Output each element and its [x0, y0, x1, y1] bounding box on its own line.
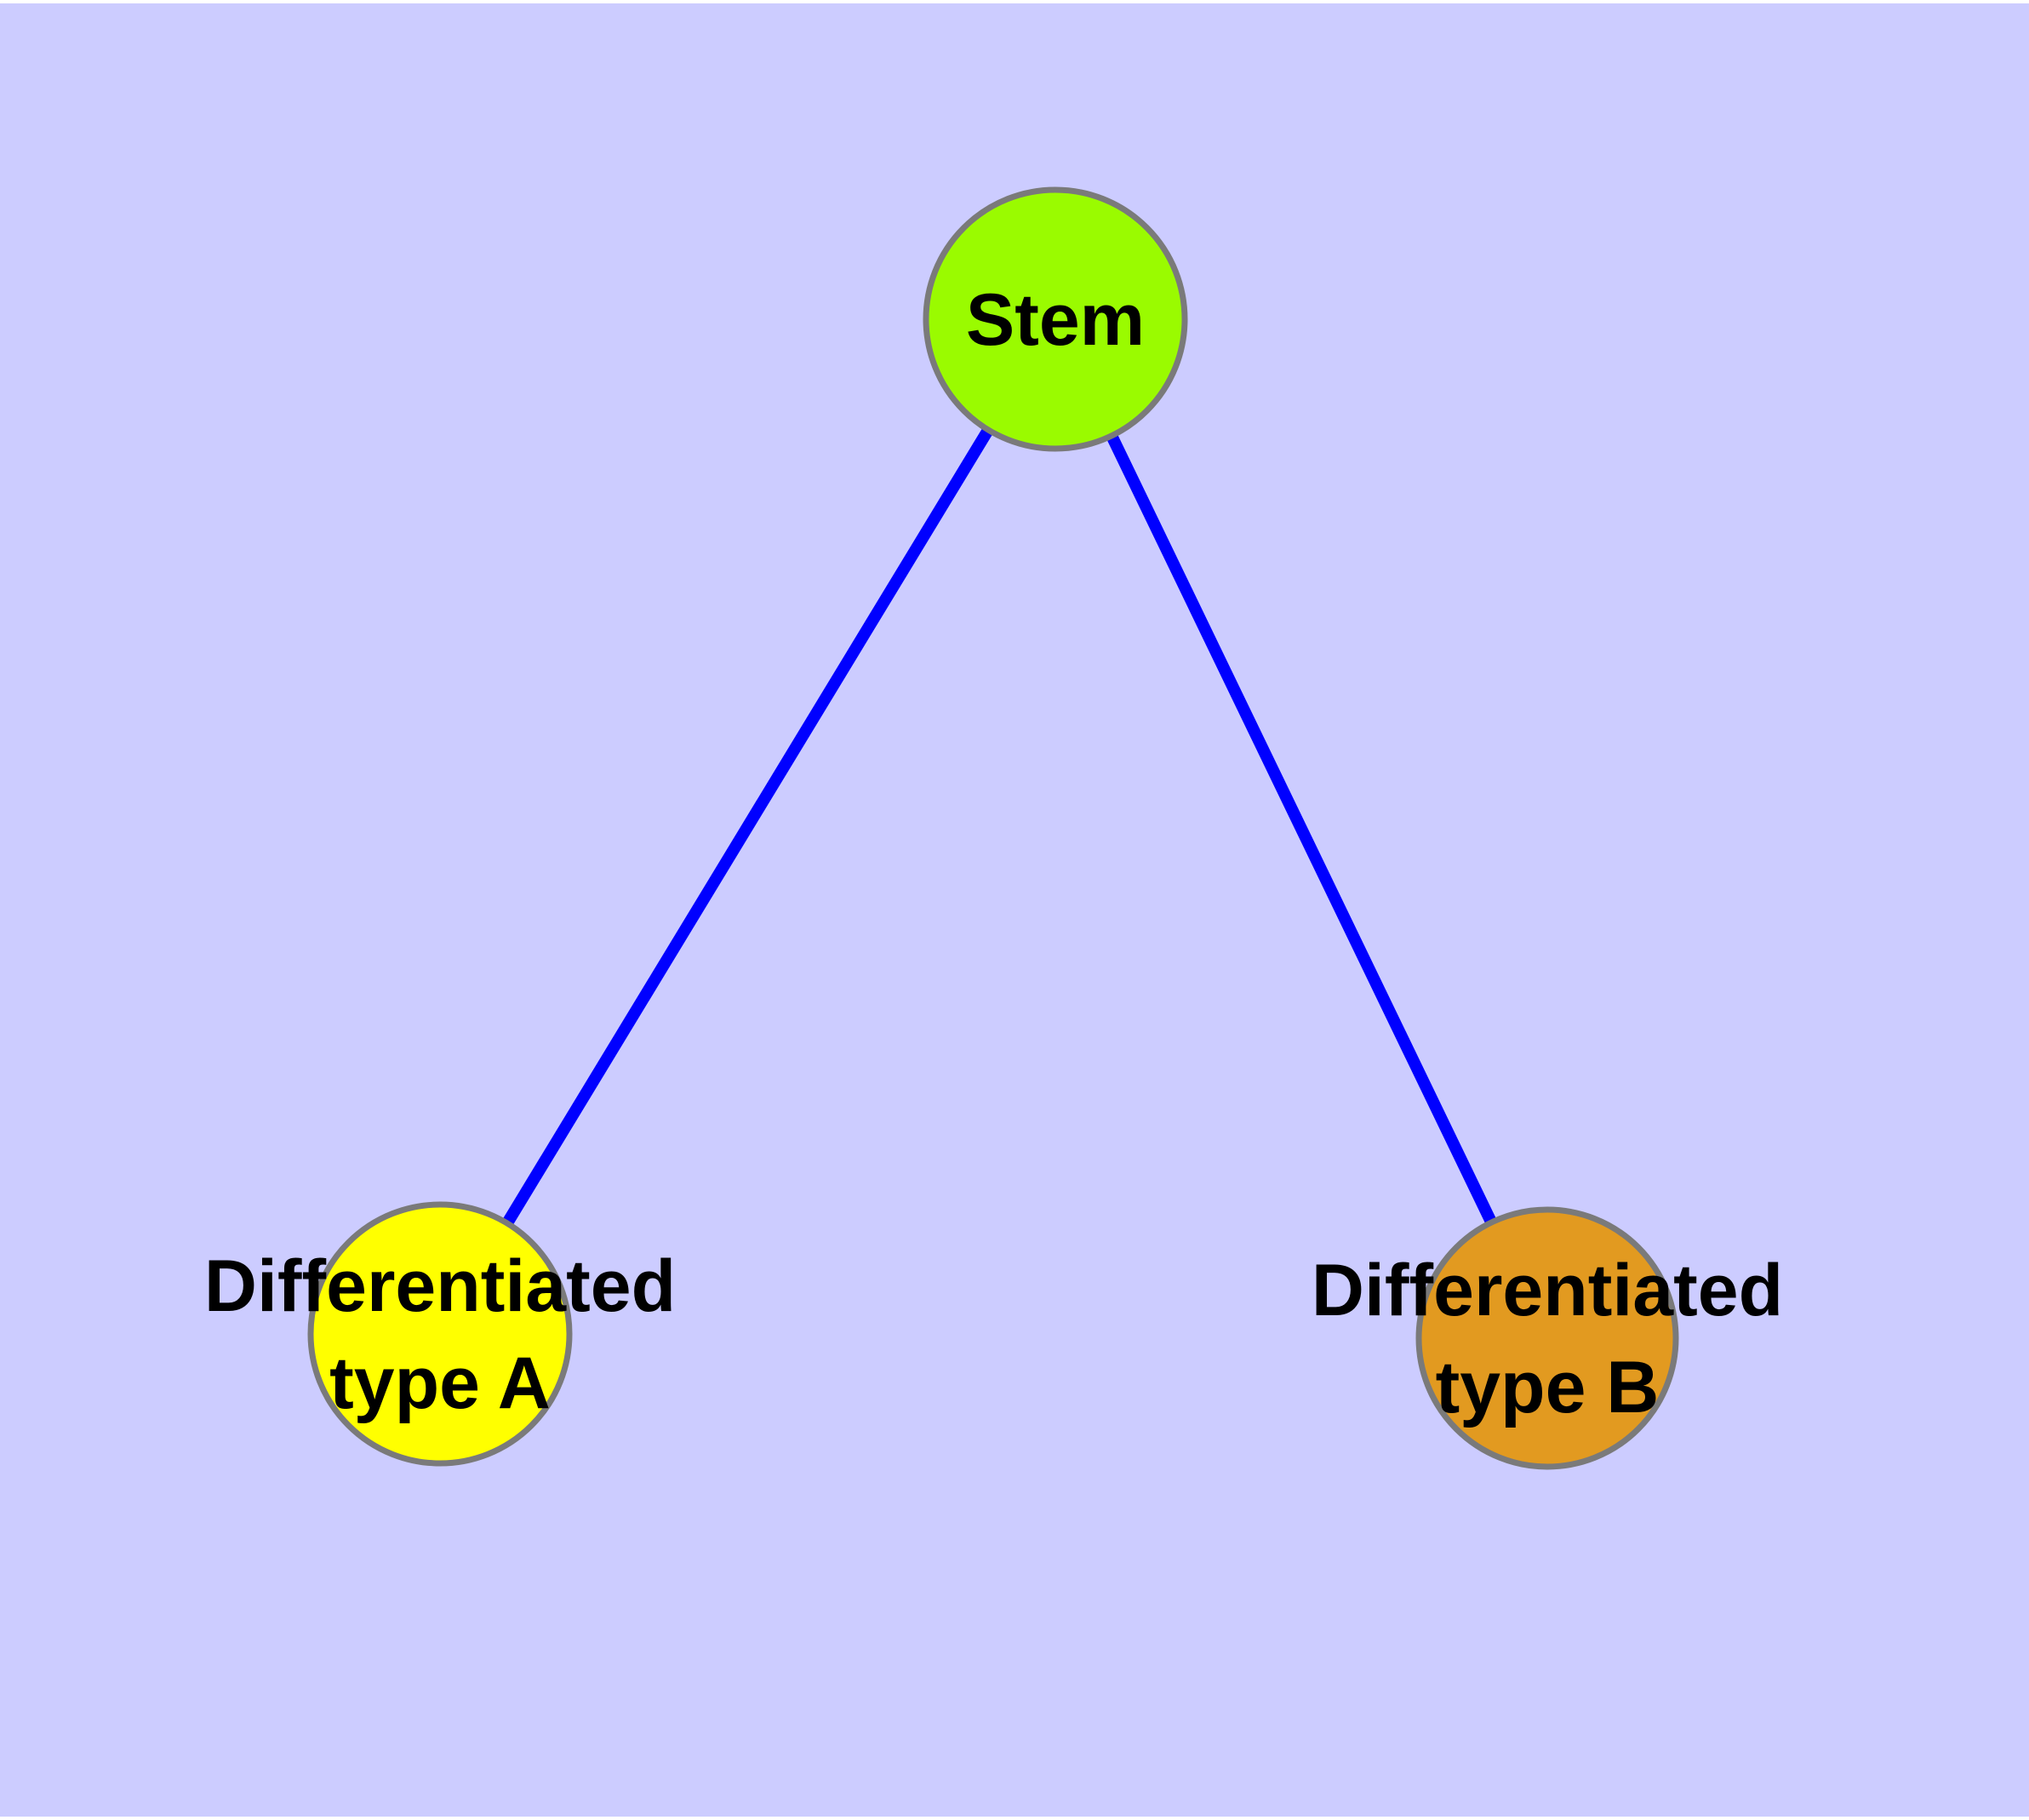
node-differentiated-type-b-circle	[1415, 1206, 1679, 1470]
node-stem-label: Stem	[966, 279, 1145, 361]
edge-stem-to-differentiated-type-b	[1049, 316, 1553, 1342]
node-stem-circle	[923, 186, 1188, 452]
edge-stem-to-differentiated-type-a	[435, 316, 1060, 1337]
node-differentiated-type-a-circle	[307, 1201, 573, 1467]
